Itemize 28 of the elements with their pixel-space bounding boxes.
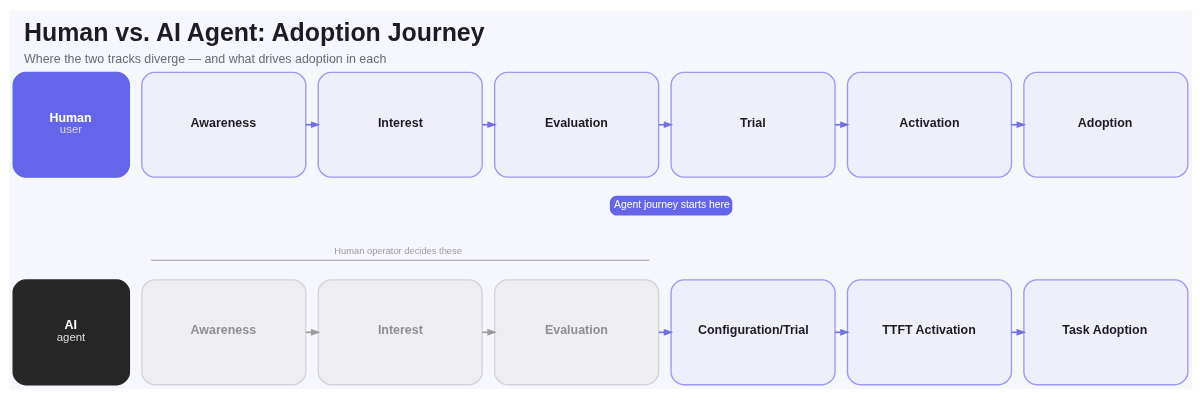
- arrow: [480, 328, 497, 336]
- node-box: Task Adoption: [1022, 279, 1189, 386]
- caption: Where the two tracks diverge — and what drives adoption in each: [23, 52, 386, 67]
- node-box: Interest: [317, 279, 483, 386]
- arrow: [480, 121, 497, 129]
- arrow: [833, 328, 850, 336]
- diagram-title: Human vs. AI Agent: Adoption Journey: [23, 17, 485, 46]
- label: Human operator decides these: [333, 246, 462, 257]
- node-box: Evaluation: [493, 71, 659, 178]
- node-box: Human user: [11, 71, 130, 178]
- node-box: Configuration/Trial: [669, 279, 836, 386]
- arrow: [657, 121, 673, 129]
- node-box: TTFT Activation: [846, 279, 1012, 386]
- arrow: [657, 328, 673, 336]
- arrow: [1010, 121, 1026, 129]
- arrow: [304, 121, 320, 129]
- label: Agent journey starts here: [613, 199, 730, 211]
- arrow: [1010, 328, 1026, 336]
- node-box: Awareness: [140, 71, 306, 178]
- node-box: Trial: [669, 71, 836, 178]
- node-box: AI agent: [11, 279, 130, 386]
- node-box: Interest: [317, 71, 483, 178]
- node-box: Awareness: [140, 279, 306, 386]
- node-box: Activation: [846, 71, 1012, 178]
- node-box: Adoption: [1022, 71, 1189, 178]
- node-box: Evaluation: [493, 279, 659, 386]
- arrow: [833, 121, 850, 129]
- arrow: [304, 328, 320, 336]
